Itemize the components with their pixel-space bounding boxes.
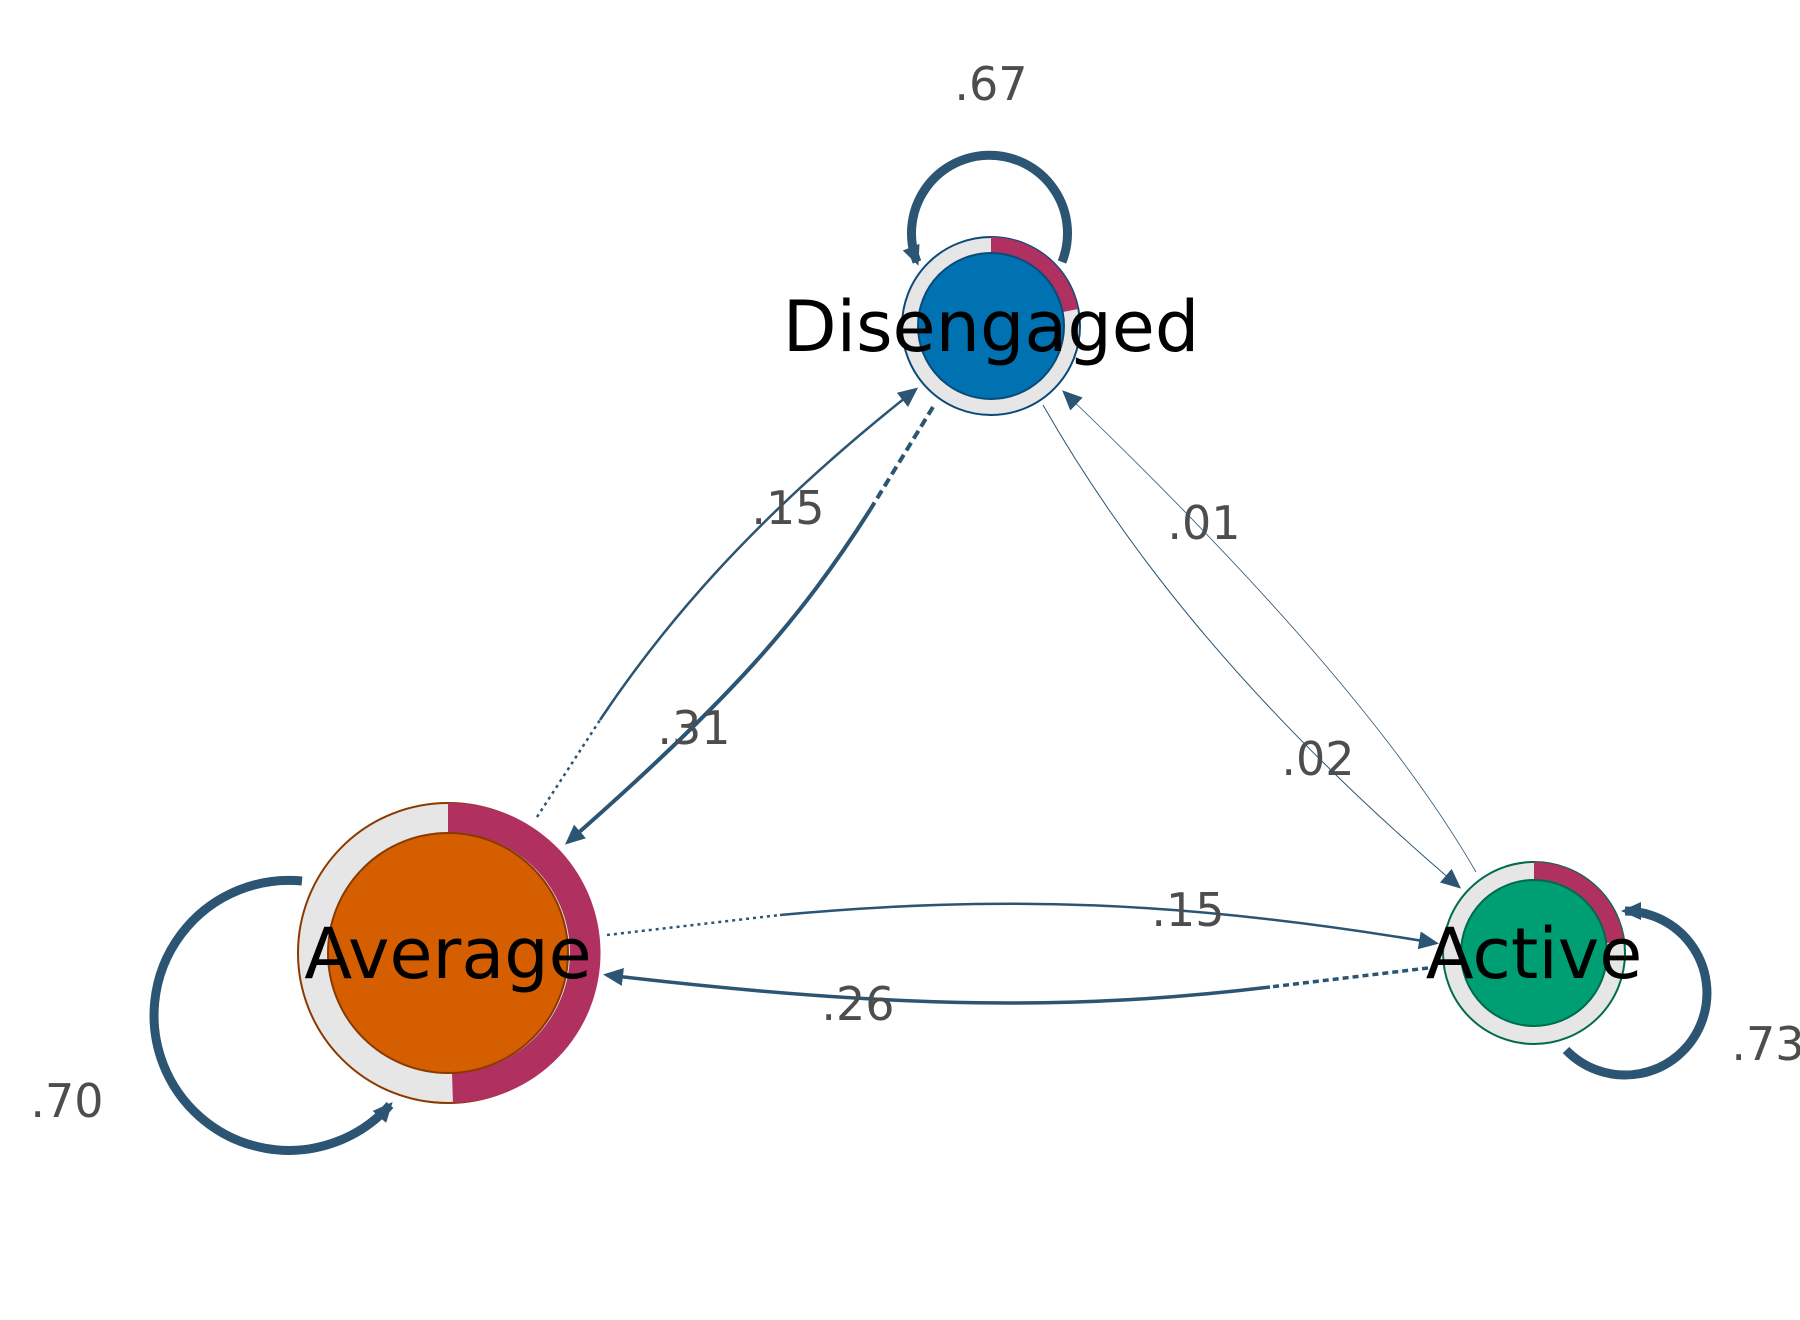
edge-disengaged-to-active: [1042, 404, 1462, 889]
edge-active-to-average: [603, 966, 1429, 1005]
node-disengaged[interactable]: Disengaged: [783, 236, 1200, 416]
self-loop-average: [149, 875, 394, 1155]
edge-label-average-to-disengaged: .15: [751, 481, 824, 535]
edge-label-disengaged-to-average: .31: [657, 701, 730, 755]
average-ring-highlight: [448, 802, 601, 1103]
edge-disengaged-to-average: [564, 405, 935, 845]
edge-average-to-disengaged: [535, 387, 919, 818]
edge-label-active-self: .73: [1731, 1017, 1800, 1071]
self-loop-active: [1562, 902, 1712, 1080]
edge-average-to-active: [606, 902, 1439, 950]
edge-label-average-to-active: .15: [1151, 883, 1224, 937]
edge-label-disengaged-self: .67: [954, 57, 1027, 111]
edge-label-active-to-average: .26: [821, 977, 894, 1031]
self-loop-disengaged: [902, 150, 1072, 266]
node-label-active: Active: [1426, 913, 1643, 995]
edge-label-average-self: .70: [30, 1074, 103, 1128]
edge-label-disengaged-to-active: .02: [1281, 732, 1354, 786]
node-average[interactable]: Average: [297, 802, 601, 1104]
node-label-average: Average: [304, 913, 591, 995]
edge-label-active-to-disengaged: .01: [1167, 496, 1240, 550]
node-label-disengaged: Disengaged: [783, 286, 1200, 368]
edge-active-to-disengaged: [1062, 390, 1477, 873]
node-active[interactable]: Active: [1426, 861, 1643, 1045]
